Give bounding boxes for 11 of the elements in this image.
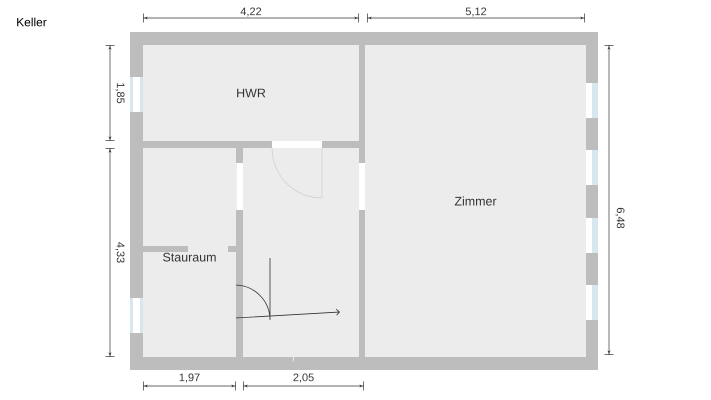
dimension-label: 6,48	[615, 208, 625, 228]
dimension-label: 2,05	[293, 374, 314, 383]
dimension-label: 1,97	[180, 374, 200, 383]
room: HWR	[143, 45, 359, 141]
room: Stauraum	[143, 148, 236, 357]
dimension-label: 4,33	[115, 242, 125, 263]
dimension-label: 4,22	[240, 8, 262, 17]
floor-title: Keller	[17, 18, 47, 26]
dimension-label: 5,12	[466, 8, 486, 17]
dimension-label: 1,85	[115, 83, 125, 104]
room: Zimmer	[365, 45, 586, 357]
